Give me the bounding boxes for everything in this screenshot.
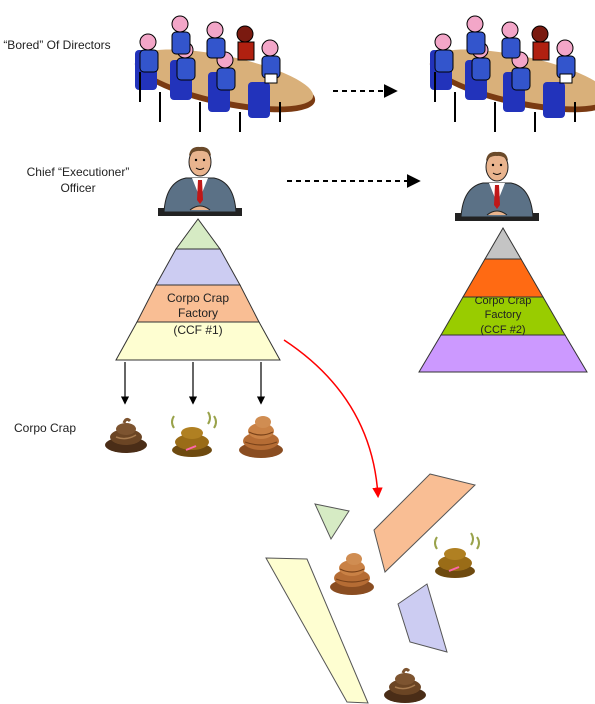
board-label: “Bored” Of Directors [3,38,110,52]
factory2-line2: Factory [485,309,522,321]
shard-yellow [265,557,369,704]
factory1-line2: Factory [178,306,218,320]
poop-clipart-6 [382,667,428,704]
factory1-line1: Corpo Crap [167,291,229,305]
pyramid2-tier2 [462,258,544,298]
shard-purple [397,583,448,653]
boardroom-clipart-left [129,15,321,133]
poop-clipart-3 [238,415,284,459]
shard-green [314,503,350,541]
poop-clipart-1 [103,417,149,455]
poop-clipart-4 [329,552,375,596]
factory2-line1: Corpo Crap [475,295,532,307]
crap-label: Corpo Crap [14,421,76,435]
pyramid2-base-tier [418,334,588,373]
executive-clipart-left [157,146,243,217]
executive-clipart-right [454,151,540,222]
boardroom-clipart-right [424,15,595,133]
pyramid1-tier2 [155,248,241,286]
ceo-label-line2: Officer [60,181,95,195]
pyramid-ccf2 [418,227,588,373]
pyramid1-top-tier [175,218,221,250]
poop-clipart-2 [171,411,217,458]
pyramid1-base-tier [115,321,281,361]
collapse-arrow [283,339,383,499]
shard-orange [373,473,476,573]
pyramid2-top-tier [484,227,522,260]
factory1-line3: (CCF #1) [173,323,222,337]
poop-clipart-5 [434,532,480,579]
ceo-label-line1: Chief “Executioner” [27,165,130,179]
factory2-line3: (CCF #2) [480,324,525,336]
pyramid-ccf1 [115,218,281,361]
